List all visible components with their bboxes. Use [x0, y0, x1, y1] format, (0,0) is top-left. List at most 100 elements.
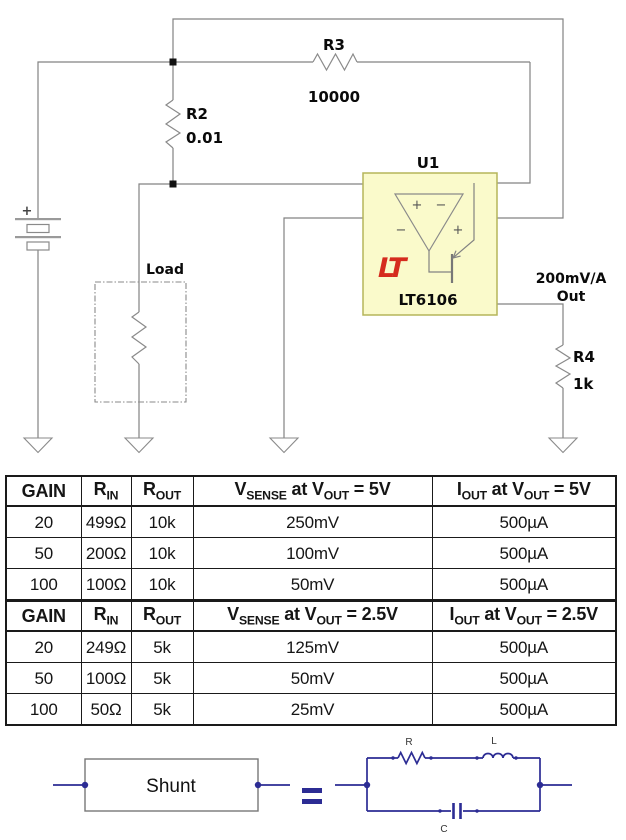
table-cell: 100mV	[192, 537, 432, 569]
c-label: C	[440, 824, 447, 835]
u1-ref-label: U1	[417, 154, 440, 172]
table-cell: 5k	[130, 631, 193, 663]
resistor-r4	[554, 344, 572, 389]
output-out-label: Out	[557, 289, 586, 305]
resistor-r-symbol	[397, 750, 426, 766]
wire-load-branch	[138, 183, 173, 438]
node-dot	[391, 756, 395, 760]
node-dot	[475, 809, 479, 813]
opamp-input-minus-top: −	[436, 198, 447, 213]
table-cell: 249Ω	[80, 631, 131, 663]
emitter-arrow-icon	[451, 250, 461, 259]
terminal-dot	[254, 781, 262, 789]
ground-icon	[22, 437, 54, 454]
opamp-input-plus-top: +	[412, 198, 423, 213]
battery-plus-label: +	[22, 204, 33, 219]
resistor-r3	[312, 52, 358, 72]
table-cell: 50	[6, 537, 81, 569]
l-label: L	[491, 736, 497, 747]
node-dot	[438, 809, 442, 813]
table-cell: 500µA	[431, 537, 616, 569]
junction-dot	[169, 58, 177, 66]
u1-block	[362, 172, 498, 316]
transistor-symbol	[428, 183, 475, 283]
table-cell: 50Ω	[80, 693, 131, 726]
table-cell: 125mV	[192, 631, 432, 663]
r4-ref-label: R4	[573, 348, 595, 366]
r2-ref-label: R2	[186, 105, 208, 123]
table-cell: 200Ω	[80, 537, 131, 569]
terminal-dot	[81, 781, 89, 789]
application-schematic: + R2 0.01 R3 10000 Load U1 + − − +	[15, 18, 607, 454]
table-cell: 50mV	[192, 568, 432, 601]
r3-ref-label: R3	[323, 36, 345, 54]
table-cell: 25mV	[192, 693, 432, 726]
column-header: IOUT at VOUT = 5V	[431, 476, 616, 507]
shunt-equivalent-figure: Shunt R L C	[53, 736, 572, 835]
opamp-input-plus-side: +	[453, 223, 464, 238]
load-label: Load	[146, 262, 184, 278]
terminal-dot	[536, 781, 544, 789]
column-header: GAIN	[6, 476, 81, 507]
table-cell: 500µA	[431, 662, 616, 694]
column-header: ROUT	[130, 476, 193, 507]
ground-icon	[547, 437, 579, 454]
column-header: RIN	[80, 599, 131, 632]
table-cell: 10k	[130, 506, 193, 538]
table-cell: 10k	[130, 568, 193, 601]
table-cell: 100Ω	[80, 662, 131, 694]
table-cell: 500µA	[431, 693, 616, 726]
r2-value-label: 0.01	[186, 129, 223, 147]
table-cell: 5k	[130, 693, 193, 726]
column-header: IOUT at VOUT = 2.5V	[431, 599, 616, 632]
table-cell: 100	[6, 568, 81, 601]
shunt-label: Shunt	[146, 776, 196, 797]
battery-icon: +	[15, 204, 61, 251]
wire-top-rail	[172, 18, 564, 219]
table-cell: 500µA	[431, 631, 616, 663]
table-cell: 20	[6, 506, 81, 538]
opamp-symbol	[393, 193, 465, 253]
r3-value-label: 10000	[308, 88, 360, 106]
r-label: R	[405, 737, 412, 748]
u1-part-label: LT6106	[398, 291, 457, 309]
column-header: VSENSE at VOUT = 2.5V	[192, 599, 432, 632]
column-header: RIN	[80, 476, 131, 507]
output-scale-label: 200mV/A	[536, 271, 607, 287]
table-cell: 500µA	[431, 506, 616, 538]
table-cell: 10k	[130, 537, 193, 569]
table-cell: 20	[6, 631, 81, 663]
table-cell: 100	[6, 693, 81, 726]
table-cell: 250mV	[192, 506, 432, 538]
table-cell: 499Ω	[80, 506, 131, 538]
equals-sign	[302, 788, 322, 804]
node-dot	[514, 756, 518, 760]
table-cell: 50	[6, 662, 81, 694]
ground-icon	[123, 437, 155, 454]
node-dot	[475, 756, 479, 760]
column-header: GAIN	[6, 599, 81, 632]
r4-value-label: 1k	[573, 375, 594, 393]
load-box	[94, 281, 187, 403]
column-header: ROUT	[130, 599, 193, 632]
table-cell: 50mV	[192, 662, 432, 694]
table-cell: 5k	[130, 662, 193, 694]
resistor-r2	[164, 99, 182, 149]
shunt-box	[84, 758, 259, 812]
node-dot	[429, 756, 433, 760]
table-cell: 100Ω	[80, 568, 131, 601]
terminal-dot	[363, 781, 371, 789]
load-resistor	[130, 311, 148, 365]
wire-battery-to-sense	[37, 61, 173, 219]
